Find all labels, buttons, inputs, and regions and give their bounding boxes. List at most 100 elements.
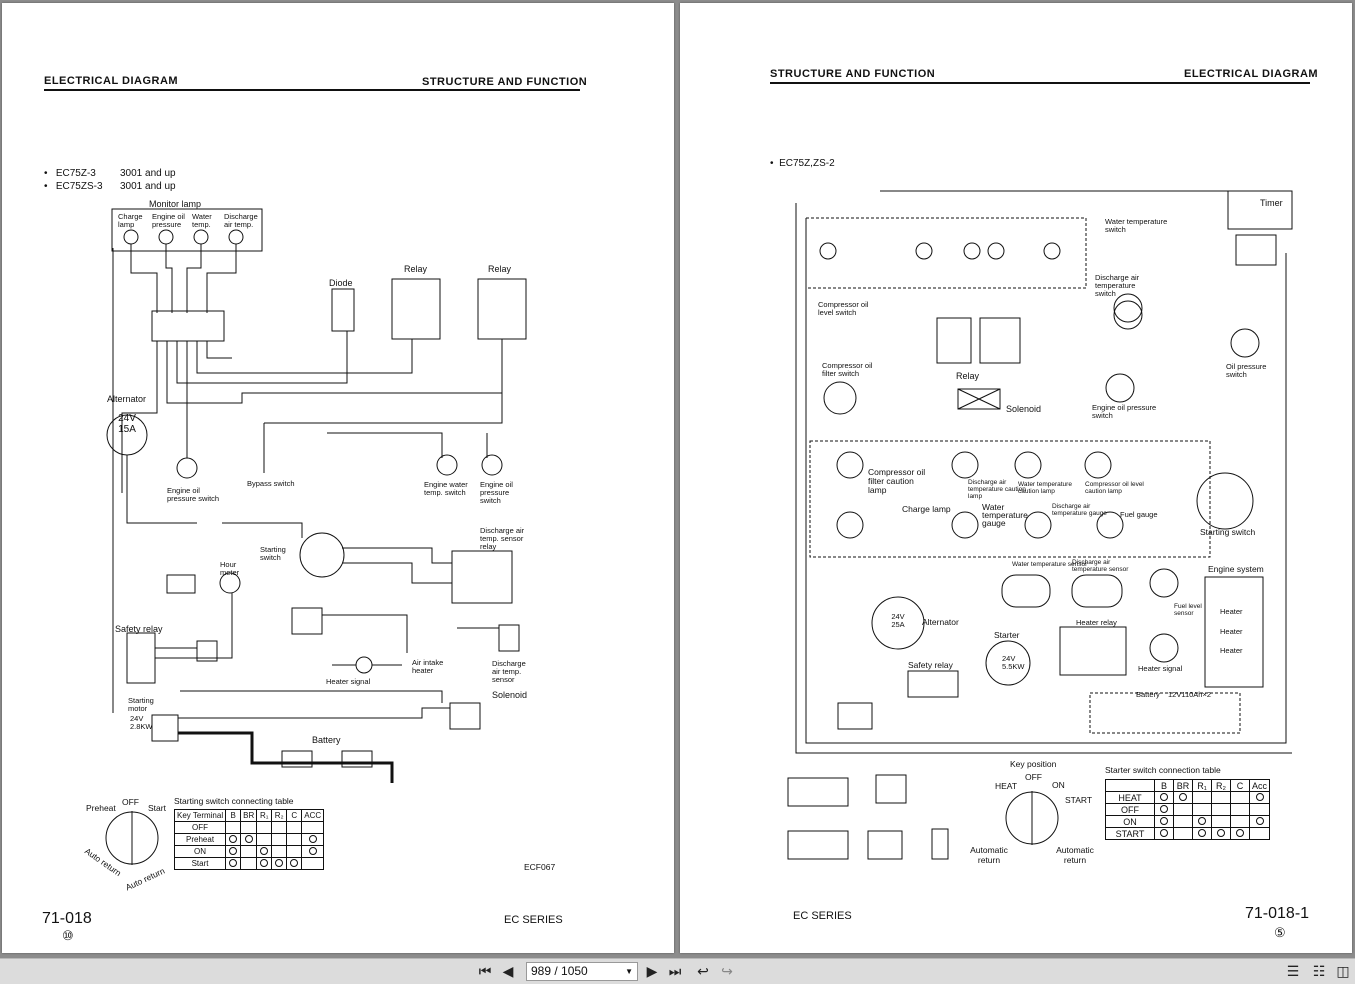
connection-cell xyxy=(1173,827,1193,840)
last-page-button[interactable]: ⏭ xyxy=(668,963,682,979)
chevron-down-icon: ▼ xyxy=(625,967,633,976)
page-number-value: 989 / 1050 xyxy=(531,964,588,978)
connection-cell xyxy=(1173,791,1193,804)
serial-line-2: 3001 and up xyxy=(120,181,176,192)
air-intake-heater-label: Air intake heater xyxy=(412,658,444,675)
connection-cell xyxy=(225,833,242,846)
connection-cell xyxy=(225,857,242,870)
row-label: START xyxy=(1105,827,1155,840)
row-label: Start xyxy=(173,857,227,870)
single-page-view-button[interactable]: ☰ xyxy=(1286,963,1300,979)
connection-cell xyxy=(256,833,273,846)
row-label: ON xyxy=(173,845,227,858)
table-row: ON xyxy=(1105,815,1271,828)
starter-rating: 24V 5.5KW xyxy=(1002,654,1025,671)
connection-dot xyxy=(260,858,269,867)
connection-cell xyxy=(1173,803,1193,816)
col-header: R₂ xyxy=(271,809,288,822)
right-wiring-diagram xyxy=(787,190,1293,860)
safety-relay-right-label: Safety relay xyxy=(908,660,953,670)
connection-dot xyxy=(229,858,238,867)
col-header: R₁ xyxy=(256,809,273,822)
viewer-toolbar: ⏮ ◀ 989 / 1050 ▼ ▶ ⏭ ↩ ↪ ☰ ☷ ◫ xyxy=(0,958,1355,984)
col-header: C xyxy=(286,809,303,822)
auto-return-right-label: Automatic return xyxy=(1056,845,1094,865)
serial-line-1: 3001 and up xyxy=(120,168,176,179)
discharge-gauge-label: Discharge air temperature gauge xyxy=(1052,503,1107,517)
key-off-label: OFF xyxy=(122,797,139,807)
engine-oil-pressure-switch-label: Engine oil pressure switch xyxy=(167,486,220,503)
relay2-label: Relay xyxy=(488,264,512,274)
compressor-oil-level-switch-label: Compressor oil level switch xyxy=(818,300,869,317)
col-header: R₁ xyxy=(1192,779,1212,792)
first-page-button[interactable]: ⏮ xyxy=(478,963,492,979)
starting-motor-label: Starting motor xyxy=(128,696,154,713)
connection-cell xyxy=(1154,815,1174,828)
row-label: OFF xyxy=(1105,803,1155,816)
connection-cell xyxy=(286,845,303,858)
connection-dot xyxy=(1255,816,1264,825)
forward-view-button[interactable]: ↪ xyxy=(721,963,733,979)
table-row: ON xyxy=(173,845,325,858)
connection-dot xyxy=(1217,828,1225,837)
right-switch-table-title: Starter switch connection table xyxy=(1105,765,1221,775)
relay1-label: Relay xyxy=(404,264,428,274)
connection-cell xyxy=(271,857,288,870)
right-page-number: 71-018-1 xyxy=(1245,905,1310,922)
right-header-rule xyxy=(770,82,1310,84)
connection-dot xyxy=(290,858,299,867)
connection-cell xyxy=(1154,803,1174,816)
connection-cell xyxy=(1230,827,1250,840)
connection-dot xyxy=(1179,792,1187,801)
col-header: ACC xyxy=(301,809,325,822)
motor-rating-label: 24V 2.8KW xyxy=(130,714,153,731)
back-view-button[interactable]: ↩ xyxy=(697,963,709,979)
connection-cell xyxy=(286,821,303,834)
alternator-right-rating: 24V 25A xyxy=(891,612,905,629)
table-row: Start xyxy=(173,857,325,870)
connection-cell xyxy=(271,833,288,846)
row-label: ON xyxy=(1105,815,1155,828)
connection-cell xyxy=(271,845,288,858)
prev-page-button[interactable]: ◀ xyxy=(502,963,514,979)
connection-cell xyxy=(1154,791,1174,804)
connection-cell xyxy=(286,857,303,870)
next-page-button[interactable]: ▶ xyxy=(646,963,658,979)
battery-spec-label: 12V110Ah×2 xyxy=(1168,690,1212,699)
model-line-1: • EC75Z-3 xyxy=(44,168,96,179)
connection-cell xyxy=(240,833,258,846)
continuous-view-button[interactable]: ☷ xyxy=(1312,963,1326,979)
connection-cell xyxy=(1192,815,1212,828)
key-on-label: ON xyxy=(1052,780,1065,790)
connection-cell xyxy=(1248,815,1271,828)
right-model-line: • EC75Z,ZS-2 xyxy=(770,158,835,169)
right-header-right: ELECTRICAL DIAGRAM xyxy=(1184,68,1319,80)
connection-cell xyxy=(1230,815,1250,828)
alternator-label: Alternator xyxy=(107,394,147,404)
right-document-page: STRUCTURE AND FUNCTION ELECTRICAL DIAGRA… xyxy=(680,3,1352,953)
key-heat-label: HEAT xyxy=(995,781,1018,791)
connection-cell xyxy=(1211,827,1231,840)
model-line-2: • EC75ZS-3 xyxy=(44,181,103,192)
connection-cell xyxy=(1248,803,1271,816)
connection-cell xyxy=(271,821,288,834)
page-number-select[interactable]: 989 / 1050 ▼ xyxy=(526,962,638,981)
connection-dot xyxy=(1160,804,1168,813)
right-series: EC SERIES xyxy=(793,910,852,922)
connection-cell xyxy=(1192,827,1212,840)
connection-dot xyxy=(1160,816,1168,825)
key-start-right-label: START xyxy=(1065,795,1093,805)
left-header-left: ELECTRICAL DIAGRAM xyxy=(44,75,179,87)
monitor-lamp-label: Monitor lamp xyxy=(149,199,202,209)
two-page-view-button[interactable]: ◫ xyxy=(1336,963,1350,979)
table-corner xyxy=(1105,779,1155,792)
connection-cell xyxy=(256,821,273,834)
connection-cell xyxy=(1211,791,1231,804)
connection-cell xyxy=(256,857,273,870)
engine-water-temp-switch-label: Engine water temp. switch xyxy=(424,480,468,497)
left-page-number: 71-018 xyxy=(42,910,92,927)
water-temp-gauge-label: Water temperature gauge xyxy=(982,502,1028,528)
connection-cell xyxy=(1230,791,1250,804)
col-header: C xyxy=(1230,779,1250,792)
